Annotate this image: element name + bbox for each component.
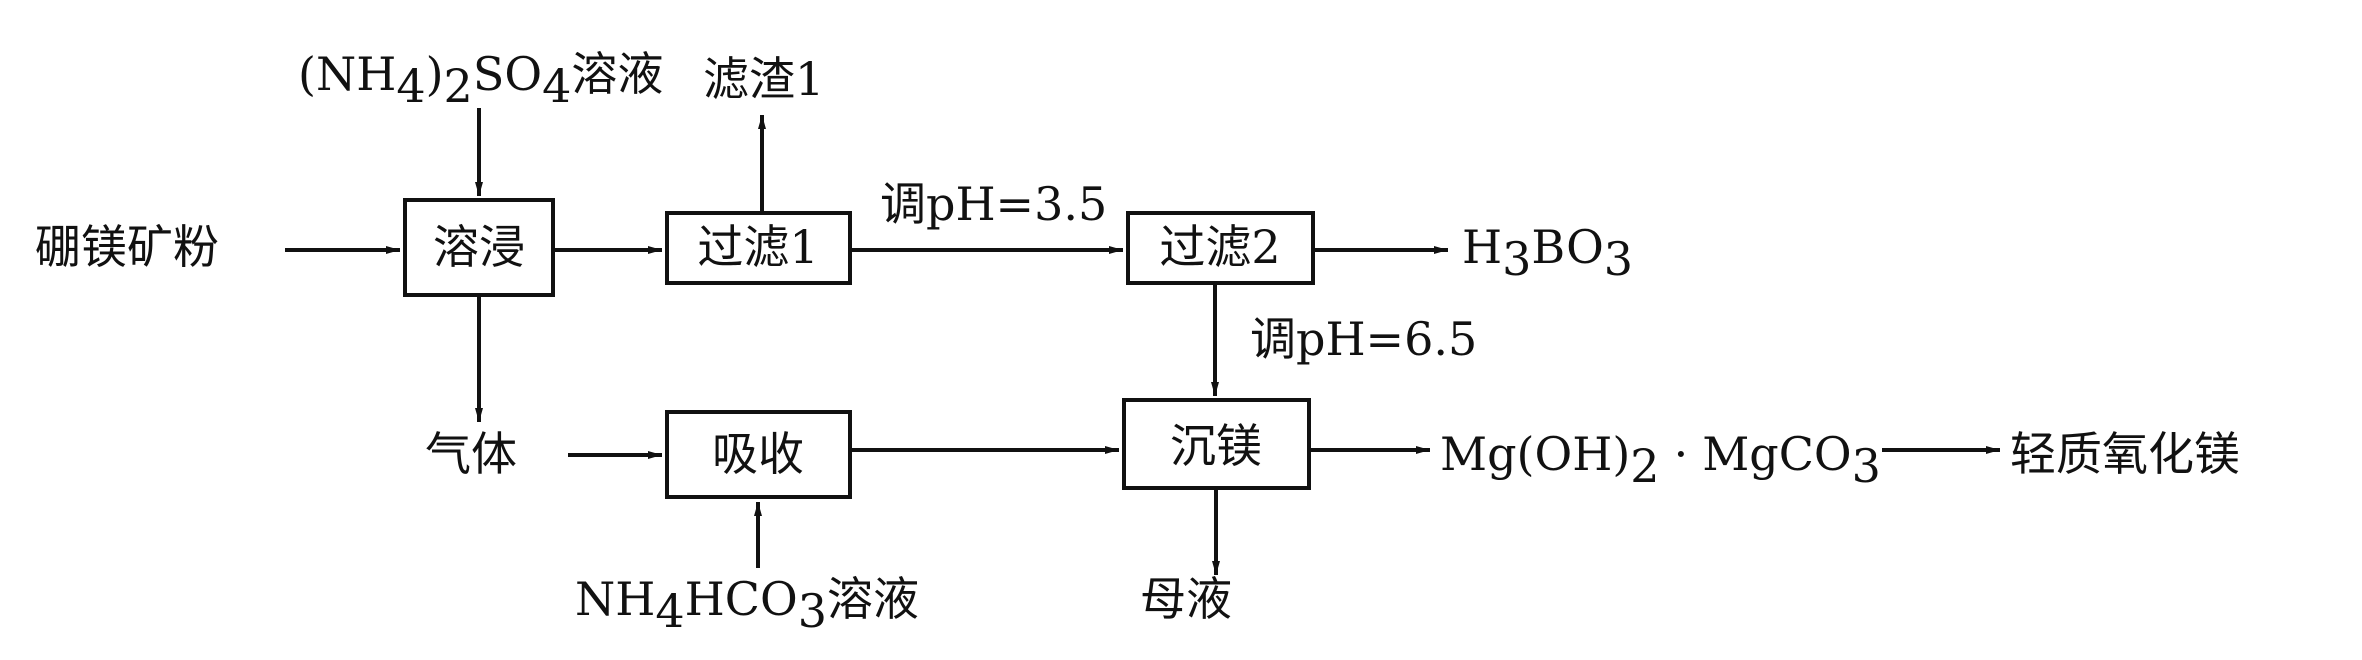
ammonium-sulfate-solution-label: (NH4)2SO4溶液	[298, 47, 663, 113]
basic-magnesium-carbonate-label: Mg(OH)2·MgCO3	[1440, 427, 1881, 493]
ore-powder-label: 硼镁矿粉	[35, 220, 219, 274]
box-dissolve-leach: 溶浸	[403, 198, 555, 297]
dissolve-leach-label: 溶浸	[433, 220, 525, 274]
absorb-label: 吸收	[712, 427, 804, 481]
ph-3-5-condition-label: 调pH=3.5	[880, 177, 1107, 231]
box-filter-2: 过滤2	[1126, 211, 1315, 285]
box-precipitate-mg: 沉镁	[1122, 398, 1311, 490]
ph-6-5-condition-label: 调pH=6.5	[1250, 312, 1477, 366]
ammonium-bicarbonate-solution-label: NH4HCO3溶液	[575, 572, 919, 638]
boric-acid-label: H3BO3	[1462, 220, 1633, 286]
filter-2-label: 过滤2	[1159, 220, 1280, 274]
gas-label: 气体	[425, 427, 517, 481]
mother-liquor-label: 母液	[1140, 572, 1232, 626]
precipitate-mg-label: 沉镁	[1170, 419, 1262, 473]
box-absorb: 吸收	[665, 410, 852, 499]
filter-1-label: 过滤1	[697, 220, 818, 274]
arrows	[285, 108, 2000, 575]
residue-1-label: 滤渣1	[703, 52, 824, 106]
light-mgo-label: 轻质氧化镁	[2010, 427, 2240, 481]
box-filter-1: 过滤1	[665, 211, 852, 285]
